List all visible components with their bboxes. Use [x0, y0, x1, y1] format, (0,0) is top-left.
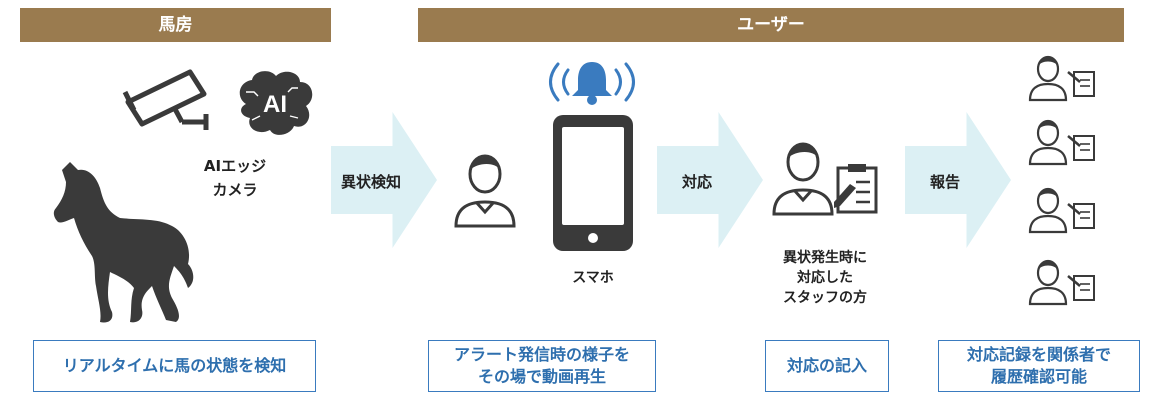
ai-brain-icon: AI — [239, 71, 313, 135]
camera-label-line1: AIエッジ — [203, 157, 267, 175]
realtime-detection-box: リアルタイムに馬の状態を検知 — [33, 340, 316, 392]
phone-screen — [562, 127, 624, 225]
respond-arrow-label: 対応 — [681, 173, 712, 191]
record-entry-text: 対応の記入 — [786, 356, 867, 375]
staff-line1: 異状発生時に — [783, 250, 867, 266]
history-line1: 対応記録を関係者で — [966, 345, 1111, 364]
alert-playback-line2: その場で動画再生 — [477, 367, 606, 386]
history-line2: 履歴確認可能 — [990, 367, 1087, 386]
staff-line2: 対応した — [797, 270, 853, 286]
stakeholder-icon — [1028, 119, 1095, 166]
smartphone-icon — [553, 115, 633, 251]
ai-text: AI — [263, 91, 287, 118]
clipboard-icon — [834, 164, 878, 214]
stable-header: 馬房 — [20, 8, 331, 42]
user-person-icon — [454, 154, 516, 228]
stakeholder-icon — [1028, 259, 1095, 306]
horse-icon — [53, 162, 194, 323]
security-camera-icon — [122, 69, 209, 130]
phone-label: スマホ — [572, 270, 614, 286]
stakeholder-icon — [1028, 187, 1095, 234]
user-header: ユーザー — [418, 8, 1124, 42]
phone-home-button — [588, 233, 598, 243]
record-entry-box: 対応の記入 — [765, 340, 889, 392]
detect-arrow-label: 異状検知 — [340, 173, 401, 191]
staff-line3: スタッフの方 — [783, 290, 867, 306]
bell-icon — [549, 62, 635, 105]
camera-label-line2: カメラ — [212, 181, 258, 199]
report-arrow-label: 報告 — [929, 173, 960, 191]
history-box: 対応記録を関係者で 履歴確認可能 — [938, 340, 1140, 392]
staff-person-icon — [772, 142, 834, 216]
realtime-detection-text: リアルタイムに馬の状態を検知 — [62, 356, 287, 375]
alert-playback-box: アラート発信時の様子を その場で動画再生 — [428, 340, 656, 392]
alert-playback-line1: アラート発信時の様子を — [453, 345, 630, 364]
stakeholder-icon — [1028, 55, 1095, 102]
